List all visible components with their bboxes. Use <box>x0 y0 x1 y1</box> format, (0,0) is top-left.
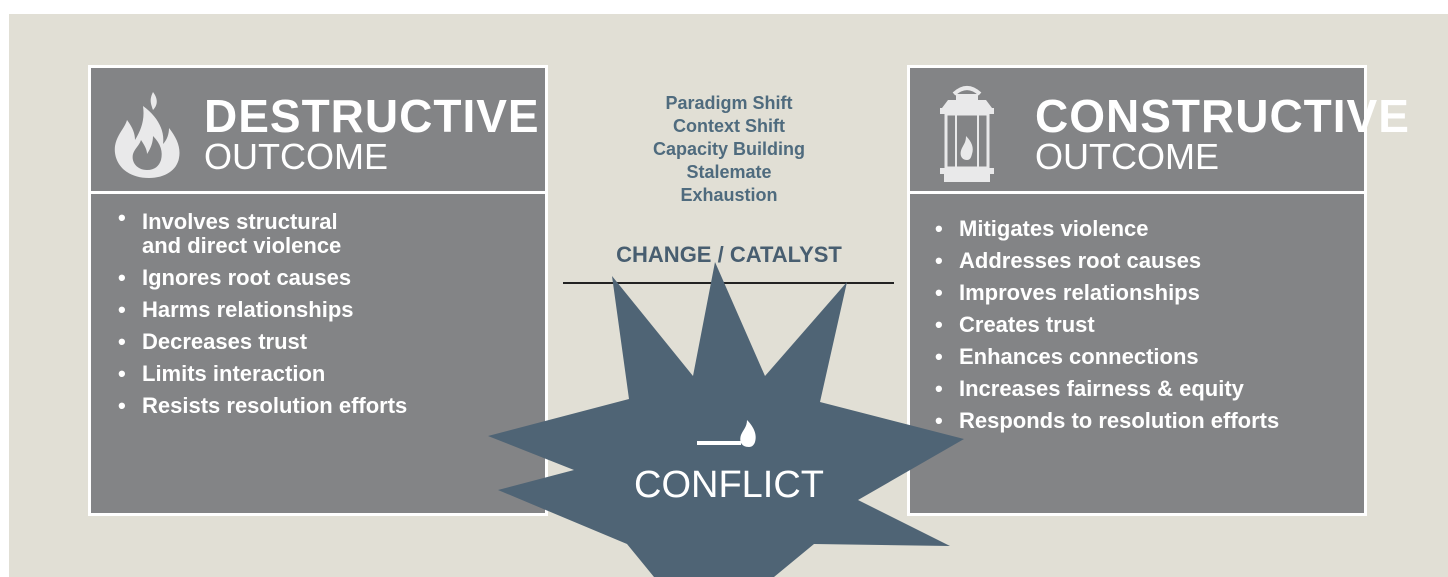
destructive-subtitle: OUTCOME <box>204 136 388 177</box>
constructive-header: CONSTRUCTIVE OUTCOME <box>910 68 1409 192</box>
list-item: •Mitigates violence <box>935 216 1149 241</box>
list-item: •Improves relationships <box>935 280 1200 305</box>
constructive-outcome-panel: CONSTRUCTIVE OUTCOME •Mitigates violence… <box>907 65 1409 516</box>
list-item: •Responds to resolution efforts <box>935 408 1280 433</box>
list-item: •Decreases trust <box>118 329 308 354</box>
catalyst-factor: Context Shift <box>673 116 785 136</box>
list-item: •Ignores root causes <box>118 265 352 290</box>
catalyst-divider-line <box>563 282 894 284</box>
constructive-title: CONSTRUCTIVE <box>1035 90 1410 142</box>
list-item: •Limits interaction <box>118 361 326 386</box>
list-item: •Involves structural and direct violence <box>118 205 342 258</box>
list-item: •Increases fairness & equity <box>935 376 1244 401</box>
list-item: •Harms relationships <box>118 297 354 322</box>
header-divider <box>910 191 1364 194</box>
match-icon <box>697 420 756 447</box>
flame-icon <box>114 92 180 178</box>
diagram-canvas: DESTRUCTIVE OUTCOME •Involves structural… <box>9 14 1448 577</box>
change-catalyst-label: CHANGE / CATALYST <box>616 242 842 267</box>
destructive-title: DESTRUCTIVE <box>204 90 540 142</box>
list-item: •Enhances connections <box>935 344 1199 369</box>
destructive-outcome-panel: DESTRUCTIVE OUTCOME •Involves structural… <box>88 65 548 516</box>
list-item: •Creates trust <box>935 312 1095 337</box>
catalyst-factor: Exhaustion <box>680 185 778 205</box>
destructive-list: •Involves structural and direct violence… <box>118 206 407 422</box>
destructive-header: DESTRUCTIVE OUTCOME <box>91 68 545 192</box>
catalyst-factors-list: Paradigm Shift Context Shift Capacity Bu… <box>569 92 889 207</box>
list-item: •Addresses root causes <box>935 248 1202 273</box>
constructive-subtitle: OUTCOME <box>1035 136 1219 177</box>
conflict-label: CONFLICT <box>634 464 824 506</box>
catalyst-factor: Paradigm Shift <box>665 93 793 113</box>
list-item: •Resists resolution efforts <box>118 393 408 418</box>
lantern-icon <box>940 86 994 182</box>
constructive-list: •Mitigates violence •Addresses root caus… <box>935 213 1279 437</box>
conflict-burst-shape <box>488 262 964 577</box>
catalyst-factor: Capacity Building <box>652 139 805 159</box>
catalyst-factor: Stalemate <box>686 162 772 182</box>
header-divider <box>91 191 545 194</box>
